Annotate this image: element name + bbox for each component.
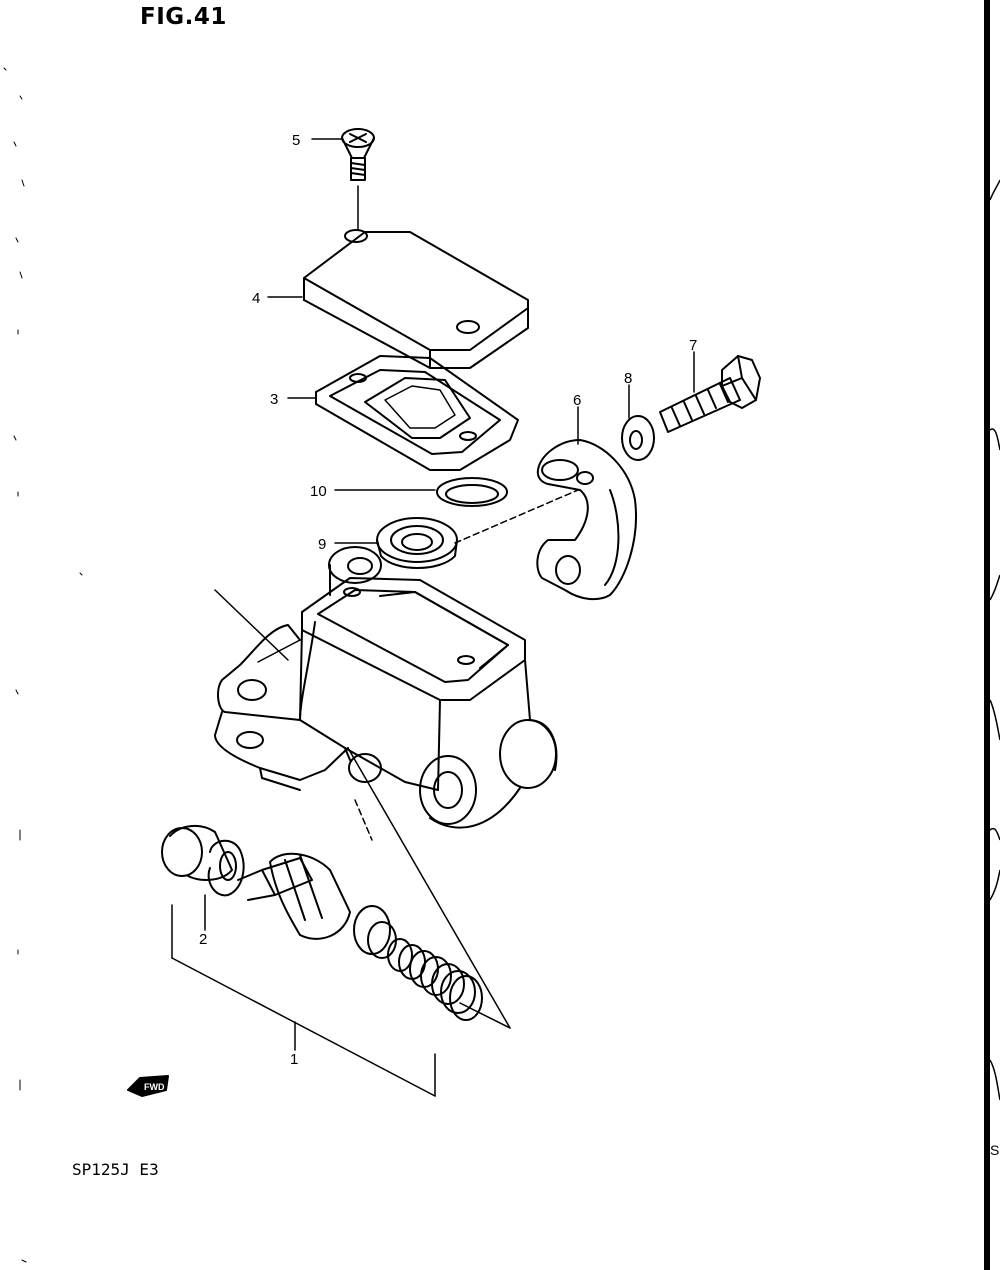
part-8-washer — [621, 415, 655, 461]
fwd-label: FWD — [144, 1082, 165, 1092]
part-2-circlip — [207, 839, 245, 897]
part-6-holder-clamp — [536, 439, 637, 601]
callout-4: 4 — [252, 290, 260, 307]
part-9-boot — [376, 517, 458, 569]
figure-title: FIG.41 — [140, 4, 227, 30]
part-3-diaphragm — [315, 355, 519, 471]
callout-7: 7 — [689, 337, 697, 354]
callout-2: 2 — [199, 931, 207, 948]
callout-9: 9 — [318, 536, 326, 553]
leader-lines — [171, 138, 695, 1097]
adjacent-page-letter: S — [990, 1142, 999, 1158]
master-cylinder-body — [214, 546, 558, 829]
callout-8: 8 — [624, 370, 632, 387]
callout-5: 5 — [292, 132, 300, 149]
callout-labels: 5 4 3 10 9 6 8 7 2 1 — [199, 132, 697, 1068]
part-5-screw — [341, 128, 375, 231]
callout-3: 3 — [270, 391, 278, 408]
callout-1: 1 — [290, 1051, 298, 1068]
part-4-reservoir-cap — [303, 229, 529, 369]
part-7-bolt — [659, 355, 761, 433]
callout-6: 6 — [573, 392, 581, 409]
callout-10: 10 — [310, 483, 327, 500]
model-code: SP125J E3 — [72, 1160, 159, 1179]
part-1-piston-assembly — [161, 824, 483, 1021]
part-10-plate-ring — [436, 477, 508, 507]
adjacent-page-edge — [984, 0, 1000, 1270]
fwd-arrow-icon — [127, 1075, 169, 1097]
scan-specks — [3, 67, 83, 1263]
